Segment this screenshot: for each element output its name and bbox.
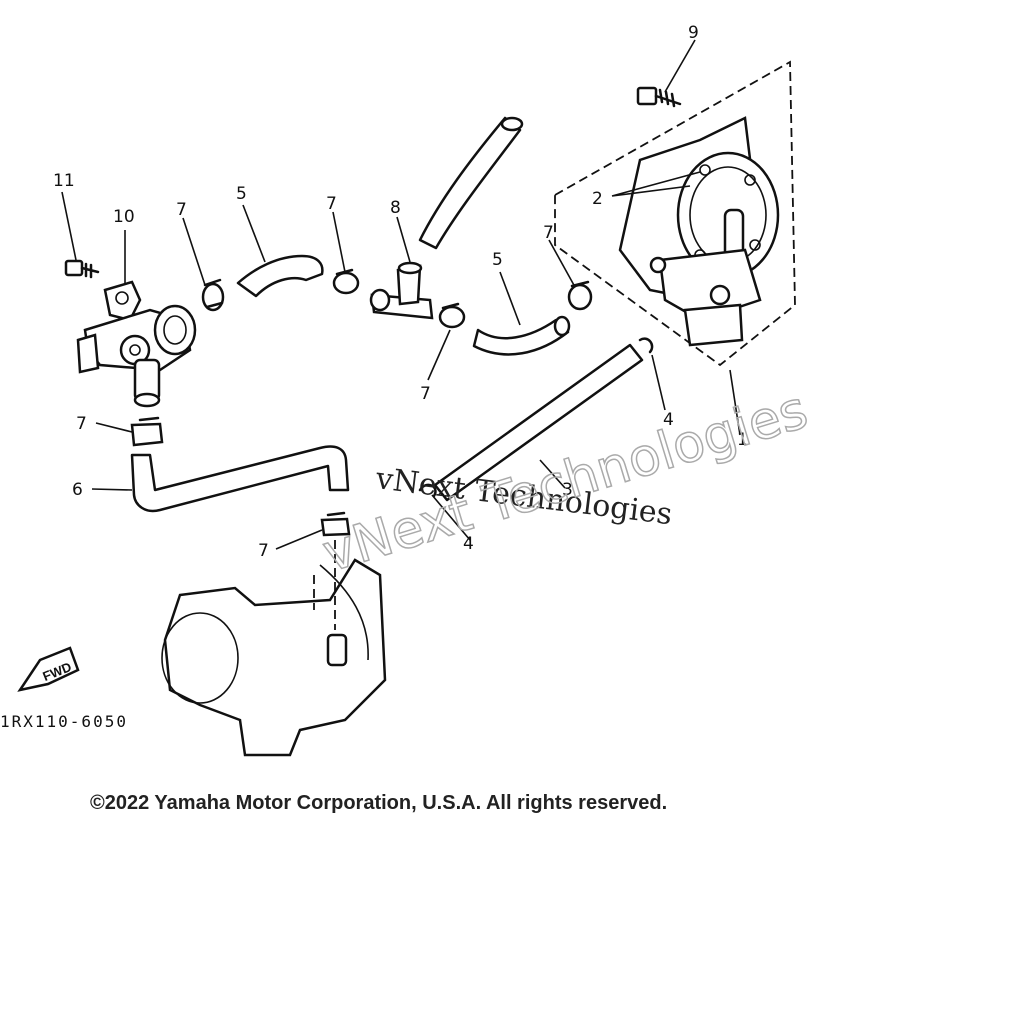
callout-7-d: 7	[420, 384, 431, 404]
callout-4-a: 4	[663, 410, 674, 430]
callout-5-b: 5	[492, 250, 503, 270]
callout-9: 9	[688, 23, 699, 43]
leader-lines	[61, 39, 741, 550]
callout-11: 11	[53, 171, 75, 191]
carburetor	[161, 540, 387, 757]
copyright-notice: ©2022 Yamaha Motor Corporation, U.S.A. A…	[90, 792, 667, 814]
bolt-9	[636, 86, 682, 108]
vent-hose	[418, 116, 524, 250]
fuel-pump-assembly	[554, 60, 796, 367]
callout-7-f: 7	[258, 541, 269, 561]
callout-7-c: 7	[543, 223, 554, 243]
callout-7-e: 7	[76, 414, 87, 434]
hose-5-right	[472, 315, 571, 356]
callout-10: 10	[113, 207, 135, 227]
callout-8: 8	[390, 198, 401, 218]
callout-1: 1	[737, 430, 748, 450]
hose-3	[433, 343, 644, 502]
callout-3: 3	[562, 480, 573, 500]
fuel-cock-10	[76, 280, 197, 408]
callout-2: 2	[592, 189, 603, 209]
joint-8	[369, 261, 434, 320]
callout-7-b: 7	[326, 194, 337, 214]
callout-labels: 9 2 11 10 7 5 7 8 7 5 7 4 1 3 4 7 6 7	[53, 23, 748, 561]
callout-4-b: 4	[463, 534, 474, 554]
drawing-code: 1RX110-6050	[0, 712, 128, 731]
screw-11	[64, 259, 100, 279]
callout-7-a: 7	[176, 200, 187, 220]
clips-4	[418, 337, 654, 498]
fwd-arrow: FWD	[17, 646, 80, 692]
hose-6	[130, 445, 350, 513]
hose-5-left	[236, 254, 324, 298]
callout-6: 6	[72, 480, 83, 500]
callout-5-a: 5	[236, 184, 247, 204]
